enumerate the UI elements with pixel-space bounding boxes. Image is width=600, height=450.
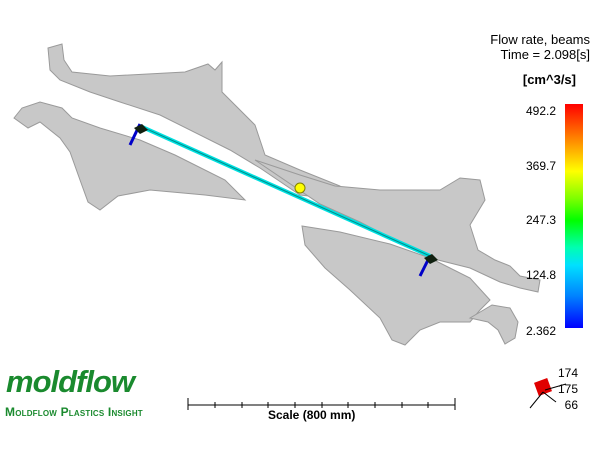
runner-system xyxy=(128,123,438,277)
part-upper-left-top xyxy=(47,43,346,201)
orientation-triad-icon[interactable] xyxy=(529,378,567,409)
part-lower-right-bottom xyxy=(301,225,519,346)
moldflow-logo: moldflow xyxy=(6,364,135,399)
orientation-z: 66 xyxy=(564,398,578,412)
injection-point xyxy=(294,182,306,194)
legend-tick-1: 124.8 xyxy=(525,268,556,282)
gate-right-tip xyxy=(424,254,438,264)
result-units: [cm^3/s] xyxy=(522,72,576,87)
legend-tick-2: 247.3 xyxy=(525,213,556,227)
gate-left-tip xyxy=(134,124,148,134)
result-time: Time = 2.098[s] xyxy=(500,47,590,62)
scale-bar xyxy=(187,398,456,410)
orientation-x: 174 xyxy=(557,366,578,380)
result-title: Flow rate, beams xyxy=(490,32,590,47)
orientation-y: 175 xyxy=(557,382,578,396)
color-legend-bar xyxy=(565,104,583,328)
scale-label: Scale (800 mm) xyxy=(268,408,356,422)
legend-max: 492.2 xyxy=(525,104,556,118)
product-name: Moldflow Plastics Insight xyxy=(5,405,143,419)
legend-min: 2.362 xyxy=(525,324,556,338)
legend-tick-3: 369.7 xyxy=(525,159,556,173)
part-upper-left-bottom xyxy=(13,101,247,211)
